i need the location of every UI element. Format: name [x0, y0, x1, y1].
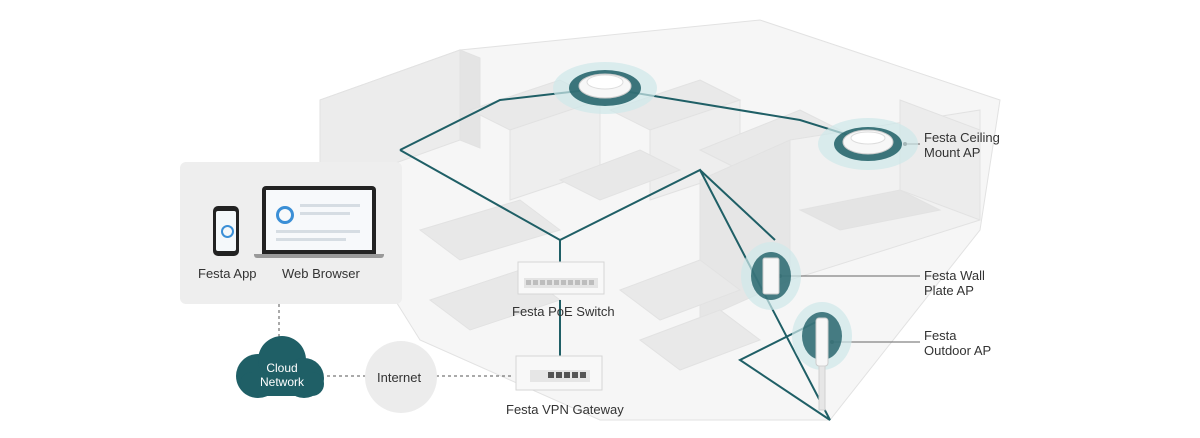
vpn-gateway-label: Festa VPN Gateway [506, 402, 624, 417]
vpn-gateway-device [515, 355, 603, 391]
ceiling-ap-right [818, 118, 918, 170]
internet-label: Internet [377, 370, 422, 385]
ceiling-ap-label: Festa Ceiling Mount AP [924, 130, 1000, 160]
wall-plate-ap-label: Festa Wall Plate AP [924, 268, 985, 298]
poe-switch-device [517, 261, 605, 295]
wall-plate-ap [741, 242, 801, 310]
smartphone-device [213, 206, 239, 256]
laptop-screen [266, 190, 372, 250]
festa-app-label: Festa App [198, 266, 257, 281]
poe-switch-label: Festa PoE Switch [512, 304, 615, 319]
web-browser-label: Web Browser [282, 266, 360, 281]
cloud-network-icon [236, 336, 324, 398]
outdoor-ap-label: Festa Outdoor AP [924, 328, 992, 358]
dashed-links [278, 304, 514, 377]
client-access-panel: Festa App Web Browser [180, 162, 402, 304]
ceiling-ap-top [553, 62, 657, 114]
office-floor-illustration [319, 19, 1001, 421]
phone-screen [216, 211, 236, 251]
dashboard-chart-icon [276, 206, 294, 224]
internet-bubble [365, 341, 437, 413]
cloud-network-label: Cloud Network [259, 361, 304, 389]
phone-chart-icon [221, 225, 234, 238]
outdoor-ap [792, 302, 852, 411]
laptop-device [262, 186, 376, 254]
laptop-base [254, 254, 384, 258]
